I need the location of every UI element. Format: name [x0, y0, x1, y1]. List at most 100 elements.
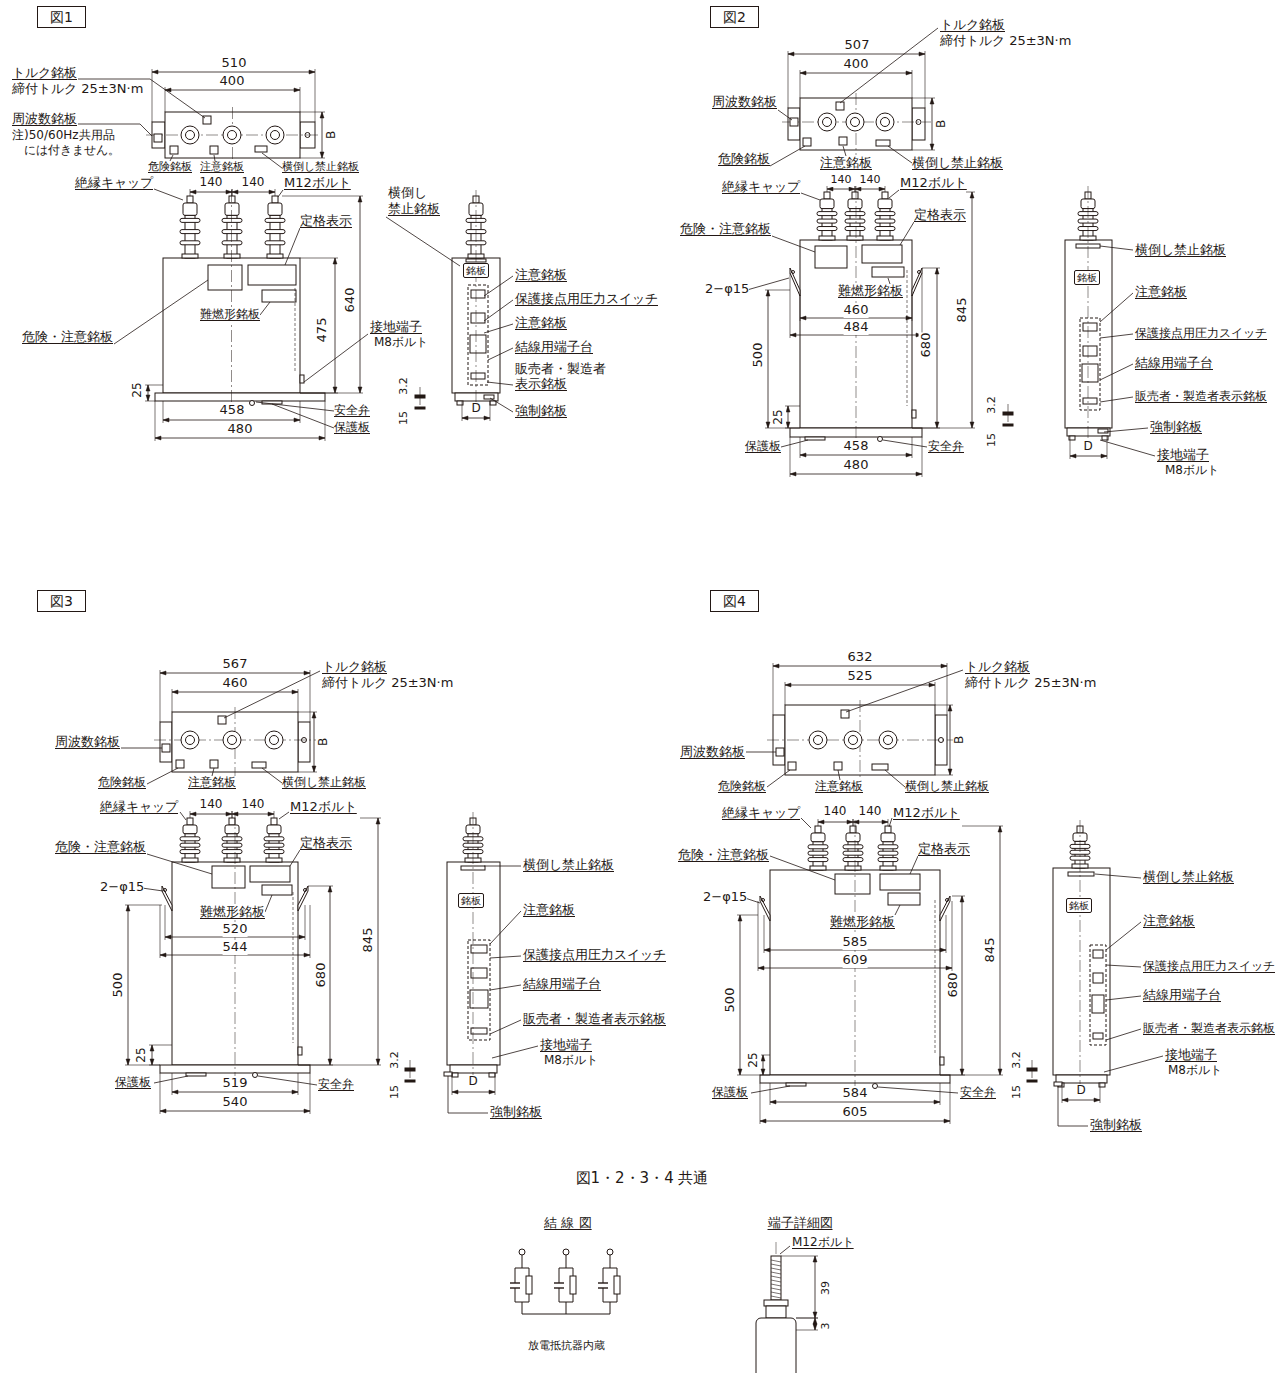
leader-line — [262, 768, 282, 783]
dimension-value: 520 — [223, 922, 248, 937]
bushing-flange — [182, 858, 198, 862]
insulating-cap — [846, 833, 860, 842]
dimension-value: 3.2 — [986, 396, 999, 414]
mounting-ear — [152, 122, 165, 148]
annotation: 2−φ15 — [100, 880, 144, 895]
extension-line — [300, 401, 301, 423]
dimension-arrow — [790, 472, 796, 476]
part-label: 危険銘板 — [718, 152, 770, 167]
dimension-arrow — [960, 896, 964, 902]
nameplate — [262, 885, 292, 895]
leader-line — [492, 1046, 538, 1058]
terminal-bolt — [815, 826, 821, 833]
dimension-arrow — [998, 826, 1002, 832]
dimension-arrow — [786, 406, 790, 412]
dimension-arrow — [150, 1059, 154, 1065]
extension-line — [790, 273, 791, 338]
leader-line — [900, 222, 914, 245]
annotation: D — [1076, 1084, 1085, 1098]
part-label: トルク銘板 — [12, 66, 77, 81]
leader-line — [883, 440, 927, 447]
extension-line — [940, 1075, 1003, 1076]
dimension-value: 140 — [200, 176, 223, 190]
leader-line — [885, 770, 905, 787]
extension-line — [764, 915, 765, 953]
insulating-cap — [881, 833, 895, 842]
extension-line — [149, 1045, 172, 1046]
part-label: 周波数銘板 — [55, 735, 120, 750]
dimension-arrow — [948, 769, 952, 775]
extension-line — [149, 1065, 160, 1066]
capacitor-symbol — [510, 1282, 520, 1283]
porcelain-shed — [222, 850, 242, 854]
dimension-line — [1008, 415, 1009, 422]
part-label: 保護接点用圧力スイッチ — [515, 292, 658, 307]
insulating-cap — [878, 199, 892, 209]
resistor-symbol — [526, 1276, 532, 1294]
bushing-flange — [224, 858, 240, 862]
leader-line — [1095, 874, 1141, 878]
insulating-cap — [268, 203, 282, 215]
dimension-arrow — [998, 1069, 1002, 1075]
extension-line — [495, 1073, 496, 1095]
bushing-flange — [810, 866, 826, 870]
dimension-line — [152, 72, 315, 73]
protective-plate — [186, 1073, 206, 1076]
node-text: 銘板 — [1077, 272, 1097, 283]
wire — [617, 1268, 618, 1276]
extension-line — [912, 70, 913, 98]
wire — [529, 1268, 530, 1276]
porcelain-shed — [808, 851, 828, 855]
part-label: 安全弁 — [960, 1086, 996, 1100]
dimension-line — [232, 814, 274, 815]
dimension-arrow — [758, 966, 764, 970]
plate-section — [1003, 424, 1013, 426]
porcelain-shed — [265, 241, 285, 245]
plate-section — [1003, 412, 1013, 415]
leader-line — [1106, 996, 1141, 1000]
dimension-arrow — [853, 820, 859, 824]
nameplate — [835, 874, 870, 894]
dimension-arrow — [786, 422, 790, 428]
leader-line — [484, 300, 513, 321]
terminal-bolt — [271, 818, 277, 825]
lifting-lug — [940, 896, 950, 921]
part-label: 保護接点用圧力スイッチ — [523, 948, 666, 963]
dimension-value: 500 — [723, 988, 738, 1013]
dimension-value: 140 — [859, 805, 882, 819]
dimension-value: 609 — [843, 953, 868, 968]
safety-valve — [878, 437, 883, 442]
terminal-circle — [607, 1249, 613, 1255]
dimension-line — [950, 705, 951, 775]
plate-section — [415, 407, 425, 409]
dimension-arrow — [935, 268, 939, 274]
extension-line — [770, 1083, 771, 1105]
porcelain-shed — [180, 837, 200, 841]
leader-line — [838, 770, 840, 780]
leader-line — [490, 398, 513, 412]
center-line — [473, 812, 474, 1081]
terminal-bolt — [187, 818, 193, 825]
dimension-line — [172, 1092, 298, 1093]
annotation: 2−φ15 — [705, 282, 749, 297]
dimension-value: 25 — [772, 409, 786, 424]
extension-line — [925, 51, 926, 108]
bushing-flange — [224, 254, 240, 258]
lug-hole — [918, 271, 921, 274]
bushing-flange — [266, 858, 282, 862]
extension-line — [300, 393, 338, 394]
dimension-arrow — [190, 190, 196, 194]
part-label: 絶縁キャップ — [722, 806, 800, 821]
extension-line — [462, 401, 463, 421]
porcelain-shed — [222, 843, 242, 847]
dimension-arrow — [126, 905, 130, 911]
dimension-arrow — [172, 690, 178, 694]
annotation: M8ボルト — [544, 1054, 598, 1068]
porcelain-shed — [845, 227, 865, 231]
terminal-bolt — [882, 192, 888, 199]
part-label: M12ボルト — [290, 800, 357, 815]
leader-line — [154, 189, 183, 200]
mounting-ear — [788, 108, 800, 140]
nameplate — [255, 146, 267, 152]
extension-line — [912, 428, 940, 429]
